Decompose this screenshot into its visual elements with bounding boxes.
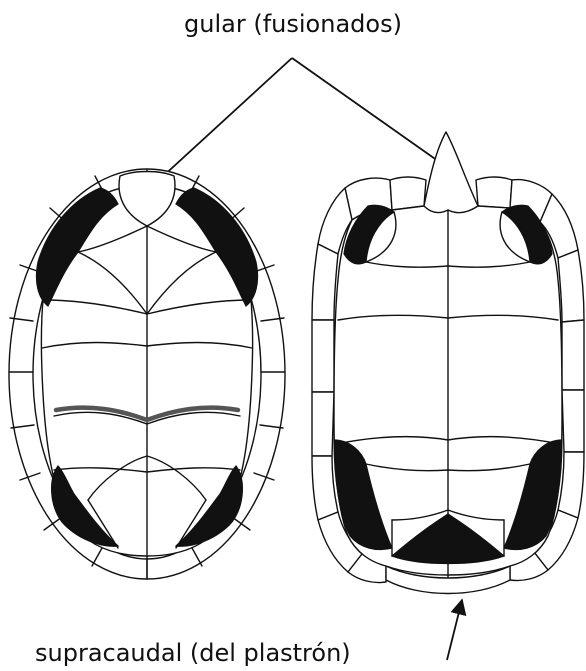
arrow-to-supracaudal [447,600,462,660]
left-shell [9,169,285,579]
right-gular-scute [424,132,478,213]
label-gular: gular (fusionados) [184,10,402,38]
arrow-to-left-gular [148,58,292,190]
label-supracaudal: supracaudal (del plastrón) [35,639,351,667]
right-shell [312,132,584,594]
